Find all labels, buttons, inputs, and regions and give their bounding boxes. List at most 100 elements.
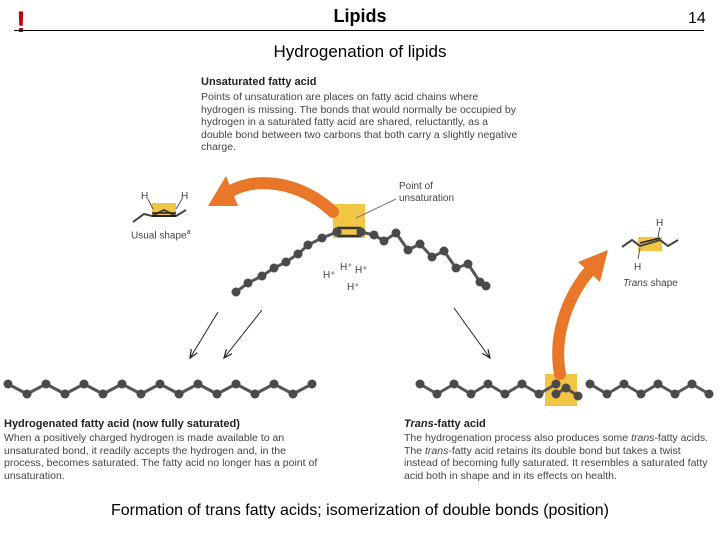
trans-text-1-italic: trans	[631, 432, 655, 444]
double-bond-atom	[356, 227, 366, 237]
trans-chain-left-atom	[483, 379, 493, 389]
hydrogen-ion-label: H⁺	[355, 265, 368, 276]
saturated-chain-atom	[98, 389, 108, 399]
trans-text-2-italic: trans	[425, 444, 449, 457]
orange-arrowhead-right	[578, 250, 608, 282]
saturated-chain-atom	[250, 389, 260, 399]
saturated-chain-atom	[3, 379, 13, 389]
trans-chain-left-atom	[432, 389, 442, 399]
trans-chain-left-atom	[517, 379, 527, 389]
saturated-chain-atom	[79, 379, 89, 389]
unsat-chain-right-atom	[391, 228, 401, 238]
unsat-chain-left-atom	[231, 287, 241, 297]
trans-chain-right-atom	[636, 389, 646, 399]
trans-chain-left-atom	[466, 389, 476, 399]
saturated-chain-atom	[117, 379, 127, 389]
saturated-chain-atom	[41, 379, 51, 389]
saturated-chain-atom	[269, 379, 279, 389]
trans-chain-left-atom	[449, 379, 459, 389]
saturated-chain-atom	[307, 379, 317, 389]
trans-chain-left-atom	[534, 389, 544, 399]
unsat-chain-right-atom	[439, 246, 449, 256]
unsat-chain-right-atom	[379, 236, 389, 246]
trans-chain-left-atom	[551, 379, 561, 389]
alert-mark: !	[16, 6, 26, 39]
trans-chain-twist-atom	[551, 389, 561, 399]
hydrogenated-text: When a positively charged hydrogen is ma…	[4, 432, 318, 482]
saturated-chain-atom	[60, 389, 70, 399]
hydrogenated-heading: Hydrogenated fatty acid (now fully satur…	[4, 418, 240, 430]
usual-shape-superscript: a	[186, 229, 191, 236]
hydrogen-atom-label: H	[181, 191, 188, 202]
trans-chain-right-atom	[653, 379, 663, 389]
orange-arrowhead-left	[208, 176, 238, 206]
hydrogen-ion-label: H⁺	[323, 270, 336, 281]
usual-shape-text: Usual shape	[131, 230, 187, 242]
saturated-chain-atom	[155, 379, 165, 389]
saturated-chain-atom	[174, 389, 184, 399]
saturated-chain-atom	[212, 389, 222, 399]
unsat-chain-right-atom	[427, 252, 437, 262]
trans-chain-left-atom	[500, 389, 510, 399]
trans-shape-italic: Trans	[623, 278, 648, 289]
orange-arrow-left	[219, 177, 339, 218]
unsat-chain-left-atom	[257, 271, 267, 281]
slide-title: Lipids	[333, 6, 387, 26]
trans-chain-right-atom	[585, 379, 595, 389]
trans-shape-chain	[621, 238, 679, 248]
saturated-chain-atom	[231, 379, 241, 389]
unsaturated-heading: Unsaturated fatty acid	[201, 76, 317, 88]
trans-chain-right-atom	[602, 389, 612, 399]
orange-arrow-right	[552, 262, 598, 380]
saturated-chain-atom	[288, 389, 298, 399]
hydrogen-atom-label: H	[656, 218, 663, 229]
title-divider	[14, 30, 704, 31]
page-number: 14	[688, 10, 706, 27]
usual-shape-h-bond	[147, 198, 154, 210]
saturated-chain-atom	[193, 379, 203, 389]
trans-shape-double-bond	[639, 237, 661, 244]
reaction-arrow	[223, 309, 263, 359]
reaction-arrowhead	[189, 349, 198, 360]
trans-chain-right-atom	[687, 379, 697, 389]
trans-fatty-heading-italic: Trans	[404, 418, 434, 430]
unsat-chain-right-atom	[463, 259, 473, 269]
unsat-chain-right-atom	[415, 239, 425, 249]
slide-caption: Formation of trans fatty acids; isomeriz…	[110, 502, 610, 519]
trans-chain-left-atom	[415, 379, 425, 389]
trans-fatty-text: The hydrogenation process also produces …	[404, 432, 714, 482]
unsat-chain-right-atom	[369, 230, 379, 240]
trans-fatty-heading: Trans-fatty acid	[404, 418, 486, 430]
trans-chain-right-atom	[670, 389, 680, 399]
unsat-chain-left-atom	[303, 240, 313, 250]
point-of-unsaturation-leader	[355, 198, 397, 219]
unsat-chain-right-atom	[403, 245, 413, 255]
unsat-chain-right-atom	[481, 281, 491, 291]
saturated-chain-atom	[22, 389, 32, 399]
trans-shape-h-bond	[637, 247, 641, 260]
trans-chain-twist-atom	[561, 383, 571, 393]
trans-fatty-heading-rest: -fatty acid	[433, 418, 486, 430]
reaction-arrowhead	[482, 349, 491, 360]
trans-shape-h-bond	[657, 226, 661, 238]
unsat-chain-left-atom	[293, 249, 303, 259]
hydrogen-atom-label: H	[141, 191, 148, 202]
unsat-chain-left-atom	[281, 257, 291, 267]
reaction-arrow	[453, 307, 491, 359]
hydrogen-ion-label: H⁺	[347, 282, 360, 293]
unsaturated-text: Points of unsaturation are places on fat…	[201, 91, 518, 153]
trans-chain-right-atom	[704, 389, 714, 399]
usual-shape-h-bond	[175, 198, 183, 210]
trans-shape-label: Trans shape	[623, 278, 678, 289]
point-of-unsaturation-label: Point of unsaturation	[399, 181, 455, 204]
unsat-chain-right-atom	[451, 263, 461, 273]
hydrogen-ion-label: H⁺	[340, 262, 353, 273]
saturated-chain-atom	[136, 389, 146, 399]
trans-chain-right-atom	[619, 379, 629, 389]
trans-chain-twist-atom	[573, 391, 583, 401]
trans-text-3: -fatty acid retains its double bond but …	[404, 444, 708, 482]
unsat-chain-left-atom	[317, 233, 327, 243]
unsat-chain-left-atom	[243, 278, 253, 288]
double-bond-atom	[332, 227, 342, 237]
